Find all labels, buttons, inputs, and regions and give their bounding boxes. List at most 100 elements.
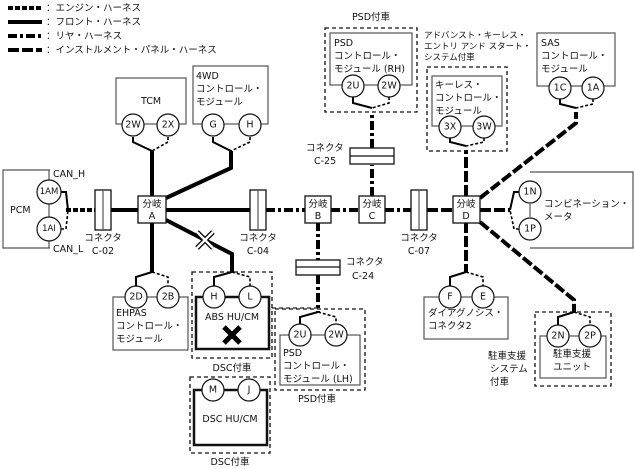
module-pcm: PCM CAN_H CAN_L 1AM 1AI xyxy=(2,169,85,255)
svg-text:3X: 3X xyxy=(444,122,457,133)
svg-text:コントロール・: コントロール・ xyxy=(435,93,502,104)
svg-text:2D: 2D xyxy=(129,292,142,303)
svg-text:2W: 2W xyxy=(328,330,344,341)
svg-text:3W: 3W xyxy=(476,122,492,133)
svg-text:C: C xyxy=(369,211,376,222)
svg-text:C-25: C-25 xyxy=(314,156,336,167)
branch-b: 分岐 B xyxy=(304,195,332,224)
svg-text:M: M xyxy=(209,385,217,396)
svg-text:2X: 2X xyxy=(162,120,175,131)
module-abs: ABS HU/CM H L DSC付車 xyxy=(191,271,273,374)
svg-text:コントロール・: コントロール・ xyxy=(541,51,608,62)
connector-c04: コネクタ C-04 xyxy=(239,189,277,257)
wire-d-sas xyxy=(478,112,578,200)
svg-text:エントリ アンド スタート・: エントリ アンド スタート・ xyxy=(424,42,531,52)
svg-text:コントロール・: コントロール・ xyxy=(334,51,401,62)
svg-text:2U: 2U xyxy=(294,330,307,341)
svg-text:システム: システム xyxy=(490,364,528,375)
svg-text:TCM: TCM xyxy=(140,96,161,107)
svg-text:コントロール・: コントロール・ xyxy=(283,361,350,372)
svg-text:PSD付車: PSD付車 xyxy=(352,11,391,23)
svg-text:コネクタ: コネクタ xyxy=(306,143,344,154)
svg-text:2B: 2B xyxy=(162,292,175,303)
svg-text:PSD: PSD xyxy=(283,348,302,359)
svg-text:ダイアグノシス・: ダイアグノシス・ xyxy=(428,307,503,319)
svg-text:F: F xyxy=(447,292,452,303)
legend-front-label: ：フロント・ハーネス xyxy=(46,17,141,28)
svg-text:L: L xyxy=(247,292,253,303)
svg-text:モジュール: モジュール xyxy=(435,106,482,117)
connector-c24: コネクタ C-24 xyxy=(295,257,384,282)
svg-text:H: H xyxy=(246,120,253,131)
svg-text:コネクタ: コネクタ xyxy=(346,257,384,268)
svg-text:分岐: 分岐 xyxy=(308,198,328,210)
wire-d-parking xyxy=(478,220,576,312)
svg-text:1A: 1A xyxy=(587,83,600,94)
svg-text:SAS: SAS xyxy=(541,38,560,49)
module-4wd: 4WD コントロール・ モジュール G H xyxy=(192,65,269,152)
module-diagnostic-connector: ダイアグノシス・ コネクタ2 F E xyxy=(423,271,509,340)
svg-text:2N: 2N xyxy=(551,331,564,342)
svg-text:G: G xyxy=(209,120,216,131)
module-psd-rh: PSD付車 PSD コントロール・ モジュール (RH) 2U 2W xyxy=(324,11,418,113)
svg-text:A: A xyxy=(149,211,156,222)
svg-text:分岐: 分岐 xyxy=(142,198,162,210)
x-mark-icon xyxy=(222,325,242,345)
module-dsc: DSC HU/CM M J DSC付車 xyxy=(189,376,271,468)
svg-text:2P: 2P xyxy=(584,331,596,342)
svg-text:コネクタ2: コネクタ2 xyxy=(428,321,472,332)
harness-wires xyxy=(66,112,578,312)
module-keyless: アドバンスト・キーレス・ エントリ アンド スタート・ システム付車 キーレス・… xyxy=(424,31,531,152)
legend-engine-label: ：エンジン・ハーネス xyxy=(46,3,141,14)
legend-instrument-label: ：インストルメント・パネル・ハーネス xyxy=(46,45,217,56)
connector-c02: コネクタ C-02 xyxy=(84,189,122,257)
svg-text:C-02: C-02 xyxy=(92,246,114,257)
pin-1am xyxy=(36,179,62,205)
svg-text:モジュール: モジュール xyxy=(541,64,588,75)
svg-text:C-24: C-24 xyxy=(352,271,374,282)
module-ehpas: EHPAS コントロール・ モジュール 2D 2B xyxy=(112,271,189,351)
svg-text:キーレス・: キーレス・ xyxy=(435,80,483,91)
pcm-label: PCM xyxy=(10,205,31,216)
svg-text:PSD付車: PSD付車 xyxy=(298,393,337,405)
svg-text:付車: 付車 xyxy=(490,376,510,388)
svg-text:2W: 2W xyxy=(125,120,141,131)
module-parking-assist: 駐車支援 システム 付車 駐車支援 ユニット 2N 2P xyxy=(488,311,612,388)
svg-text:1AI: 1AI xyxy=(42,224,56,234)
svg-text:H: H xyxy=(210,292,217,303)
svg-text:4WD: 4WD xyxy=(196,71,219,82)
svg-text:B: B xyxy=(315,211,322,222)
svg-text:コントロール・: コントロール・ xyxy=(196,84,263,95)
svg-text:分岐: 分岐 xyxy=(362,198,382,210)
svg-text:駐車支援: 駐車支援 xyxy=(488,350,527,362)
svg-text:C-04: C-04 xyxy=(247,246,269,257)
svg-text:E: E xyxy=(480,292,486,303)
svg-text:1AM: 1AM xyxy=(40,187,59,197)
wire-a-4wd xyxy=(165,151,233,200)
pin-1ai xyxy=(36,216,62,242)
svg-text:モジュール: モジュール xyxy=(196,97,243,108)
svg-text:DSC付車: DSC付車 xyxy=(213,362,252,374)
svg-text:ユニット: ユニット xyxy=(553,362,591,373)
svg-text:DSC付車: DSC付車 xyxy=(211,456,250,468)
module-tcm: TCM 2W 2X xyxy=(115,77,187,152)
can-h-label: CAN_H xyxy=(53,169,85,180)
svg-text:モジュール (LH): モジュール (LH) xyxy=(283,374,353,385)
module-combination-meter: コンビネーション・ メータ 1N 1P xyxy=(509,171,634,249)
svg-text:コネクタ: コネクタ xyxy=(400,233,438,244)
svg-text:モジュール (RH): モジュール (RH) xyxy=(334,64,405,75)
svg-text:アドバンスト・キーレス・: アドバンスト・キーレス・ xyxy=(424,31,526,41)
svg-text:1C: 1C xyxy=(554,83,567,94)
legend: ：エンジン・ハーネス ：フロント・ハーネス ：リヤ・ハーネス ：インストルメント… xyxy=(8,3,217,56)
svg-text:駐車支援: 駐車支援 xyxy=(553,348,592,360)
module-sas: SAS コントロール・ モジュール 1C 1A xyxy=(536,32,616,109)
svg-text:EHPAS: EHPAS xyxy=(116,308,147,319)
branch-a: 分岐 A xyxy=(137,195,167,224)
svg-text:C-07: C-07 xyxy=(408,246,430,257)
svg-text:D: D xyxy=(462,211,469,222)
svg-text:コネクタ: コネクタ xyxy=(239,233,277,244)
svg-text:システム付車: システム付車 xyxy=(424,52,475,63)
svg-text:分岐: 分岐 xyxy=(456,198,476,210)
connector-c25: コネクタ C-25 xyxy=(306,143,395,167)
